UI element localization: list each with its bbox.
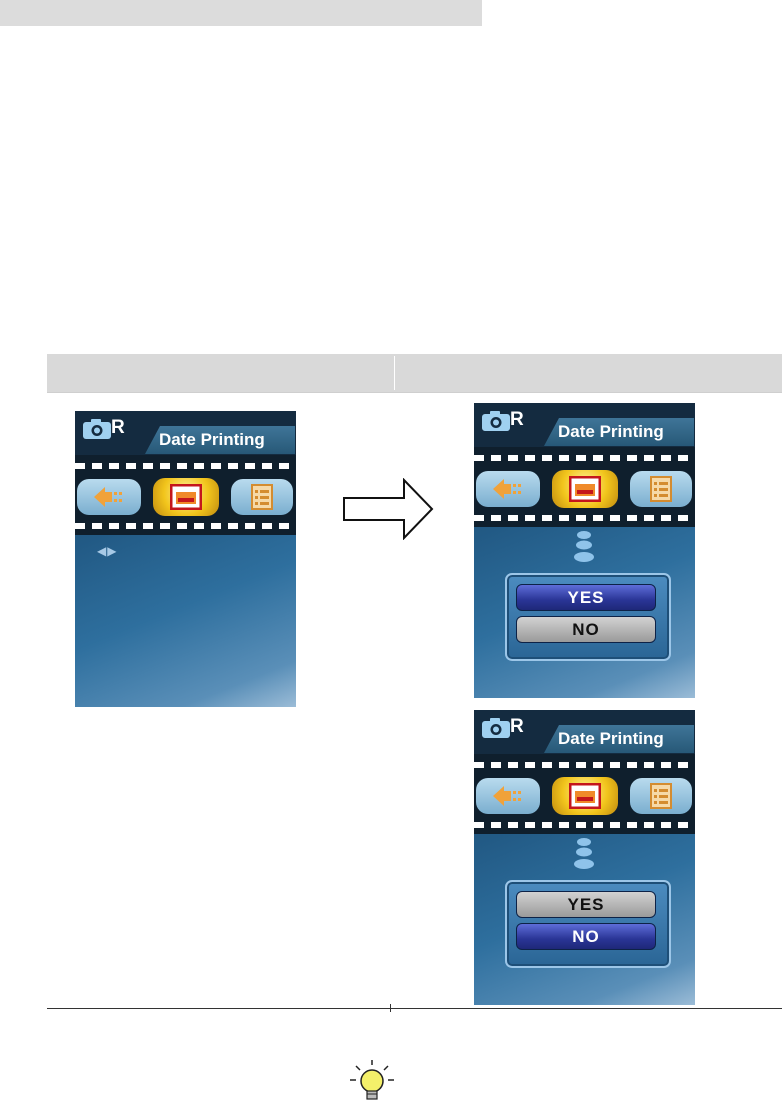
camera-icon [83,419,111,439]
list-icon [251,484,273,510]
screen-date-printing-no-selected: R Date Printing [474,710,695,1005]
column-divider-tick [390,1004,391,1012]
submenu-connector-icon [574,531,594,562]
date-stamp-icon [569,783,601,809]
list-icon [650,783,672,809]
back-arrow-icon [94,487,122,507]
mode-indicator: R [111,417,125,438]
screen-title: Date Printing [159,430,265,449]
screen-date-printing-yes-selected: R Date Printing [474,403,695,698]
header-divider [394,356,395,390]
screen-title: Date Printing [558,729,664,748]
mode-indicator: R [510,409,524,430]
table-header [47,354,782,392]
menu-item-list[interactable] [231,479,293,515]
camera-icon [482,411,510,431]
menu-item-date-printing[interactable] [552,777,618,815]
menu-item-list[interactable] [630,471,692,507]
right-arrow-icon [343,478,434,540]
icon-menu-strip [474,447,695,527]
menu-item-date-printing[interactable] [153,478,219,516]
screen-title: Date Printing [558,422,664,441]
menu-item-list[interactable] [630,778,692,814]
left-right-arrows-icon: ◀▶ [97,544,118,558]
icon-menu-strip [75,455,296,535]
menu-item-back[interactable] [77,479,141,515]
confirm-dialog: YES NO [505,573,671,661]
back-arrow-icon [493,786,521,806]
table-top-line [47,392,782,393]
yes-option[interactable]: YES [516,584,656,611]
menu-item-date-printing[interactable] [552,470,618,508]
mode-indicator: R [510,716,524,737]
no-option[interactable]: NO [516,616,656,643]
yes-option[interactable]: YES [516,891,656,918]
list-icon [650,476,672,502]
submenu-connector-icon [574,838,594,869]
menu-item-back[interactable] [476,778,540,814]
confirm-dialog: YES NO [505,880,671,968]
date-stamp-icon [569,476,601,502]
header-bar [0,0,482,26]
screen-date-printing-menu: R Date Printing [75,411,296,707]
date-stamp-icon [170,484,202,510]
no-option[interactable]: NO [516,923,656,950]
icon-menu-strip [474,754,695,834]
back-arrow-icon [493,479,521,499]
table-bottom-line [47,1008,782,1009]
camera-icon [482,718,510,738]
menu-item-back[interactable] [476,471,540,507]
lightbulb-icon [350,1060,394,1100]
